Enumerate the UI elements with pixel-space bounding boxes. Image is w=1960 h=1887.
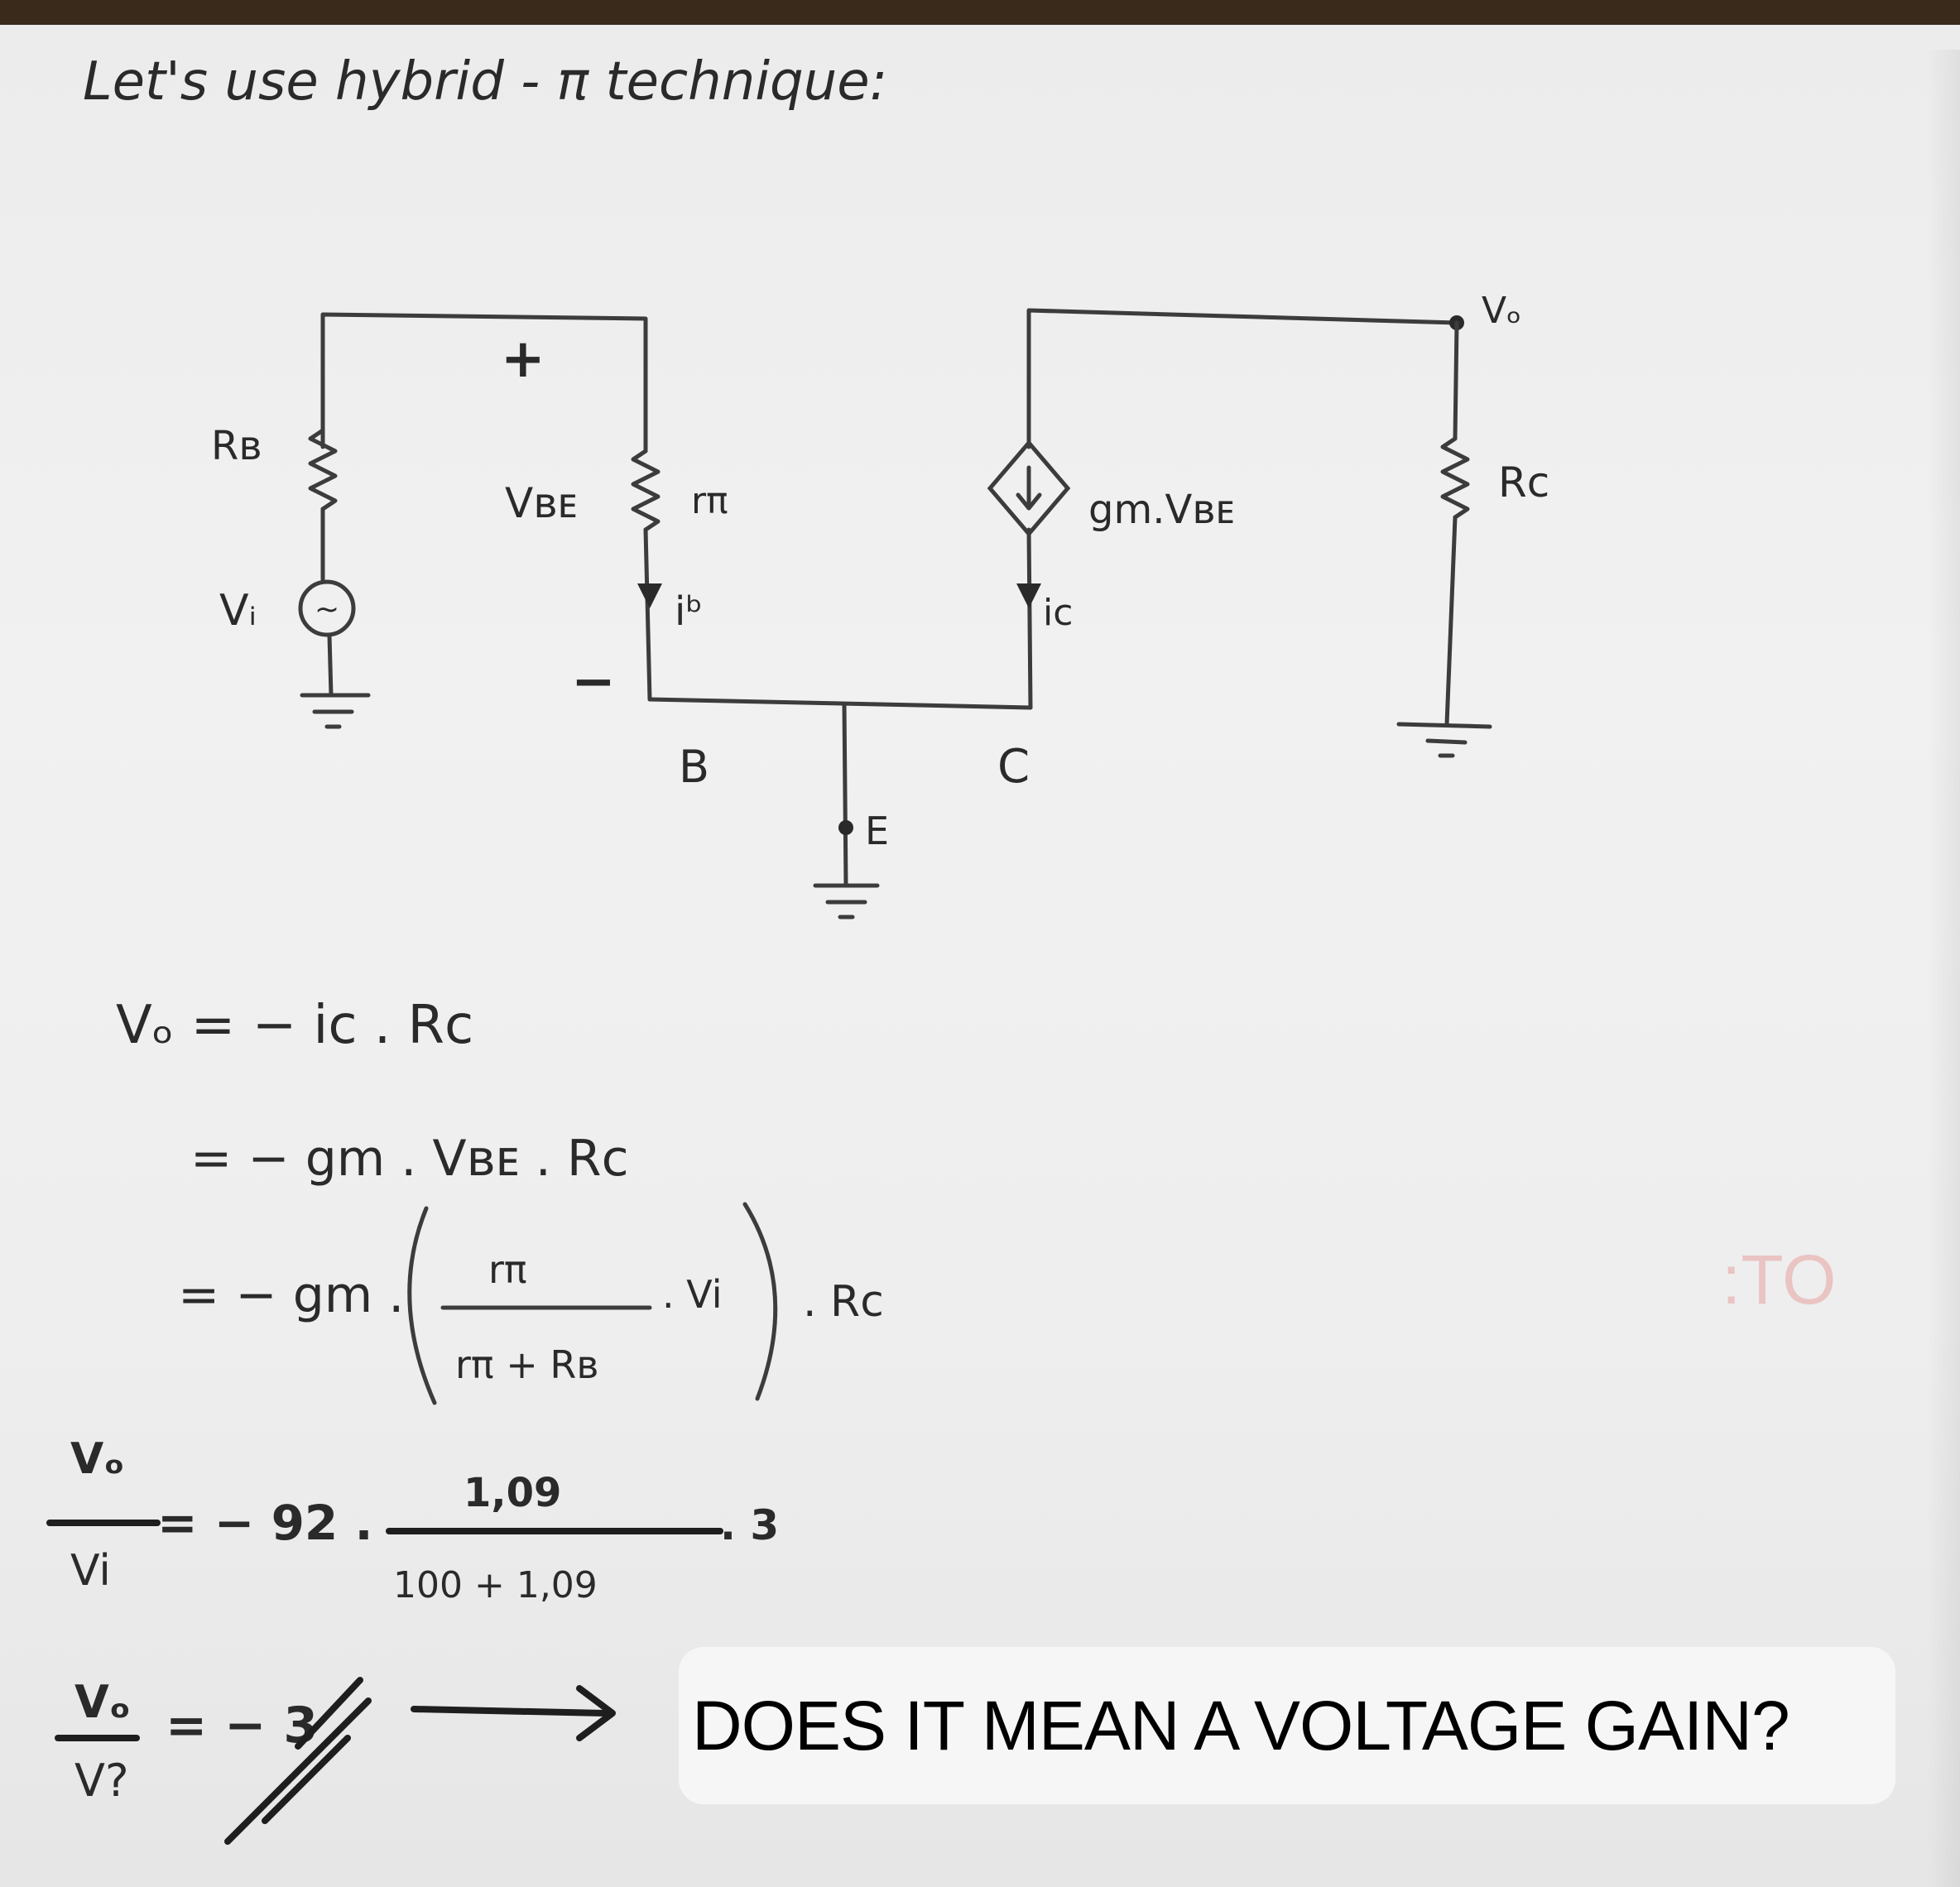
ib-arrow-icon [637,583,662,608]
right-parenthesis [742,1202,778,1401]
c-terminal-label: C [997,740,1030,794]
result-underline-stroke-2 [224,1697,372,1845]
ib-label: iᵇ [675,588,703,635]
ground-icon [1396,722,1492,729]
vbe-label: Vʙᴇ [505,479,578,527]
question-text: DOES IT MEAN A VOLTAGE GAIN? [692,1686,1790,1765]
minus-sign: − [571,651,616,713]
gm-vbe-label: gm.Vʙᴇ [1088,487,1235,533]
ratio-denominator: Vi [70,1546,111,1596]
dependent-current-source-icon [987,439,1071,537]
rb-label: Rʙ [211,423,262,469]
ground-icon-mid [1425,738,1468,745]
output-top-wire [1026,308,1459,449]
input-top-wire [320,312,648,454]
result-denominator: V? [74,1755,129,1807]
rc-lower-wire [1444,515,1458,727]
equation-line-3-vi: . Vi [662,1272,722,1317]
result-numerator: Vₒ [74,1676,131,1728]
ac-source-wave: ~ [315,593,339,627]
arrow-shaft [411,1706,608,1717]
vi-ground-wire [327,633,334,698]
plus-sign: + [501,329,545,390]
rpi-resistor [631,449,661,532]
rc-resistor [1440,436,1470,520]
emitter-wire [842,701,848,888]
derivation: Vₒ = − ic . Rc = − gm . Vʙᴇ . Rc = − gm … [46,995,884,1845]
ic-arrow-icon [1016,583,1041,608]
rc-upper-wire [1453,320,1459,441]
result-underline-stroke-3 [262,1735,351,1824]
margin-note: :TO [1722,1241,1836,1318]
numeric-denominator: 100 + 1,09 [393,1564,598,1606]
base-collector-wire [647,697,1033,710]
output-circuit: gm.Vʙᴇ ic Vₒ Rc C [987,290,1549,794]
rpi-label: rπ [691,480,728,522]
emitter-node [838,820,853,835]
fraction-denominator: rπ + Rʙ [455,1342,598,1387]
result-rhs: = − 3 [166,1697,318,1755]
equation-line-4-tail: . 3 [720,1501,779,1549]
ac-source-symbol [298,579,356,637]
e-terminal-label: E [865,809,889,853]
equation-line-1: Vₒ = − ic . Rc [116,995,473,1056]
result-underline-stroke-1 [295,1677,363,1750]
input-circuit: ~ Rʙ Vᵢ + Vʙᴇ − rπ iᵇ B E [211,312,1033,919]
equation-line-3-suffix: . Rc [803,1277,884,1327]
source-lower-wire [1026,527,1033,710]
question-callout: DOES IT MEAN A VOLTAGE GAIN? [679,1647,1895,1804]
heading: Let's use hybrid - π technique: [83,51,887,113]
fraction-numerator-rpi: rπ [488,1247,527,1292]
right-arrow-icon [576,1685,616,1741]
vi-label: Vᵢ [219,586,257,636]
source-arrow-head [1016,492,1042,511]
ic-label: ic [1043,592,1073,634]
b-terminal-label: B [679,741,709,793]
page-shadow [1927,50,1960,1887]
equation-line-3-prefix: = − gm . [178,1266,404,1324]
vo-label: Vₒ [1482,290,1521,332]
equation-line-4-rhs: = − 92 . [157,1495,373,1551]
rb-resistor [308,428,338,511]
rc-label: Rc [1498,459,1549,507]
equation-line-2: = − gm . Vʙᴇ . Rc [190,1130,629,1188]
ratio-numerator: Vₒ [70,1434,125,1484]
rpi-lower-wire [643,527,652,702]
numeric-numerator: 1,09 [464,1470,561,1516]
left-parenthesis [407,1206,437,1405]
notebook-page [0,25,1960,1887]
